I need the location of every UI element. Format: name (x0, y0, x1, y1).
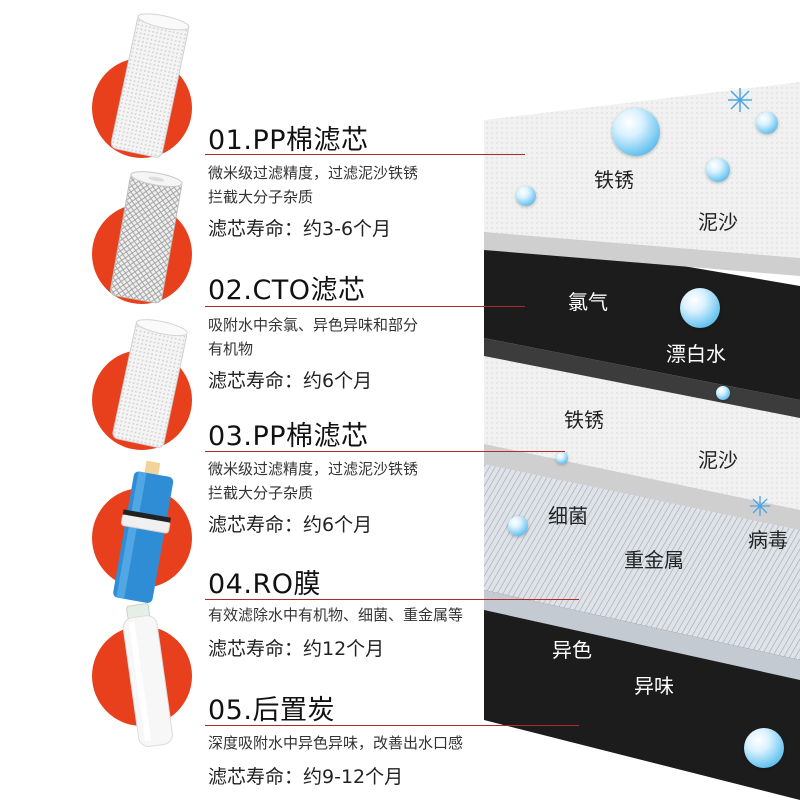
filter-5-divider (205, 725, 579, 726)
filter-4-title: 04.RO膜 (208, 569, 321, 600)
filter-3-life: 滤芯寿命：约6个月 (208, 514, 373, 536)
snowflake-icon-2 (750, 496, 770, 516)
filter-3-title: 03.PP棉滤芯 (208, 421, 369, 452)
water-drop (612, 108, 660, 156)
filter-2-description-line-2: 有机物 (208, 340, 254, 358)
layer-2-slab (484, 232, 800, 400)
filter-4-divider (205, 599, 579, 600)
pp-cotton-filter-image-1 (110, 13, 190, 158)
carbon-block-filter-image (110, 171, 183, 304)
filter-3-divider (205, 451, 565, 452)
snowflake-icon (728, 88, 752, 112)
layer-3-label-sand: 泥沙 (698, 448, 738, 472)
layer-1-label-sand: 泥沙 (698, 210, 738, 234)
filter-1-description-line-1: 微米级过滤精度，过滤泥沙铁锈 (208, 164, 419, 182)
filter-4-description-line-1: 有效滤除水中有机物、细菌、重金属等 (208, 606, 464, 624)
filter-layers-illustration (484, 82, 800, 800)
filter-3-description-line-2: 拦截大分子杂质 (208, 484, 314, 502)
filter-2-life: 滤芯寿命：约6个月 (208, 370, 373, 392)
filter-3-description-line-1: 微米级过滤精度，过滤泥沙铁锈 (208, 460, 419, 478)
layer-4-label-heavy-metal: 重金属 (624, 548, 684, 572)
layer-5-label-color: 异色 (552, 638, 592, 662)
water-drop (516, 186, 536, 206)
filter-2-description-line-1: 吸附水中余氯、异色异味和部分 (208, 316, 419, 334)
layer-5-label-odor: 异味 (634, 674, 674, 698)
layer-1-label-rust: 铁锈 (594, 168, 634, 192)
filter-2-title: 02.CTO滤芯 (208, 275, 366, 306)
filter-5-title: 05.后置炭 (208, 695, 335, 726)
layer-2-label-chlorine: 氯气 (568, 290, 608, 314)
filter-2-divider (205, 306, 525, 307)
water-drop (508, 516, 528, 536)
filter-4-life: 滤芯寿命：约12个月 (208, 638, 385, 660)
post-carbon-filter-image (122, 603, 173, 748)
water-drop (680, 288, 720, 328)
filter-5-life: 滤芯寿命：约9-12个月 (208, 766, 404, 788)
water-drop (556, 452, 568, 464)
layer-3-label-rust: 铁锈 (564, 408, 604, 432)
layer-1-slab (484, 82, 800, 258)
filter-1-divider (205, 154, 525, 155)
filter-1-description-line-2: 拦截大分子杂质 (208, 188, 314, 206)
filter-5-description-line-1: 深度吸附水中异色异味，改善出水口感 (208, 734, 464, 752)
layer-4-label-virus: 病毒 (748, 528, 788, 552)
water-drop (756, 112, 778, 134)
layer-2-label-bleach: 漂白水 (666, 342, 726, 366)
layer-4-label-bacteria: 细菌 (548, 504, 588, 528)
filter-1-life: 滤芯寿命：约3-6个月 (208, 218, 392, 240)
filter-1-title: 01.PP棉滤芯 (208, 125, 369, 156)
layer-3-slab (484, 336, 800, 510)
pp-cotton-filter-image-2 (112, 319, 188, 448)
water-drop (744, 728, 784, 768)
water-drop (706, 158, 730, 182)
ro-membrane-image (113, 460, 174, 603)
water-drop (716, 386, 730, 400)
